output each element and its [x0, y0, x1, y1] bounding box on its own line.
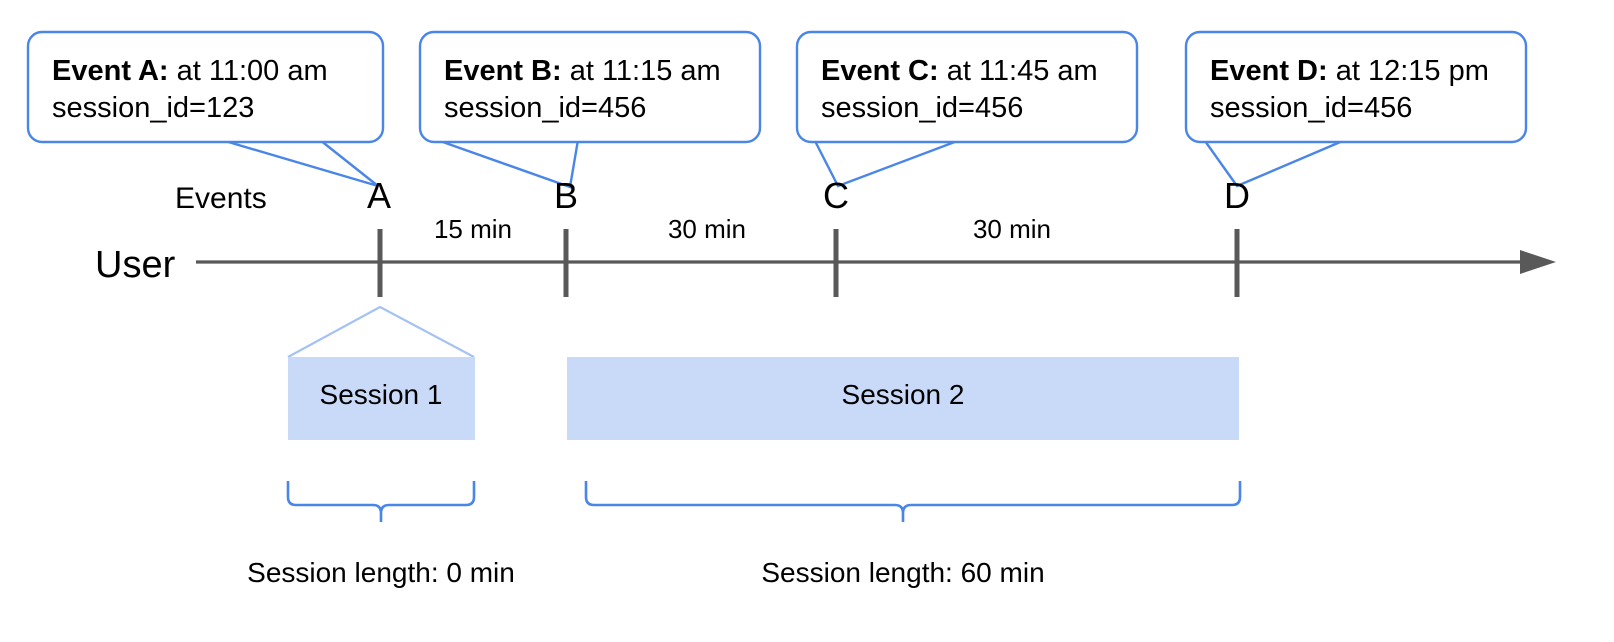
callout-time-b: at 11:15 am	[562, 55, 721, 87]
row-label-user: User	[95, 244, 176, 286]
callout-tail-a	[224, 138, 379, 188]
callout-line1-c: Event C: at 11:45 am	[821, 55, 1098, 87]
callout-lead-b: Event B:	[444, 55, 562, 87]
gap-label-a-b: 15 min	[434, 214, 512, 244]
callout-box-b	[418, 30, 762, 144]
callout-time-c: at 11:45 am	[939, 55, 1098, 87]
timeline-axis	[196, 250, 1556, 274]
session-1-brace	[286, 481, 476, 522]
callout-time-d: at 12:15 pm	[1328, 55, 1489, 87]
session-1-label: Session 1	[320, 379, 443, 410]
timeline-arrow-icon	[1520, 250, 1556, 274]
callout-session-id-d: session_id=456	[1210, 92, 1412, 124]
session-2-bar[interactable]	[567, 357, 1239, 440]
callout-session-id-b: session_id=456	[444, 92, 646, 124]
session-2-brace	[584, 481, 1242, 522]
gap-label-c-d: 30 min	[973, 214, 1051, 244]
callout-session-id-c: session_id=456	[821, 92, 1023, 124]
callout-line1-b: Event B: at 11:15 am	[444, 55, 721, 87]
gap-label-b-c: 30 min	[668, 214, 746, 244]
callout-lead-d: Event D:	[1210, 55, 1328, 87]
marker-label-d: D	[1224, 175, 1250, 216]
callout-lead-a: Event A:	[52, 55, 169, 87]
callout-time-a: at 11:00 am	[169, 55, 328, 87]
callout-line1-a: Event A: at 11:00 am	[52, 55, 328, 87]
callout-session-id-a: session_id=123	[52, 92, 254, 124]
callout-line1-d: Event D: at 12:15 pm	[1210, 55, 1489, 87]
callout-event-a[interactable]: Event A: at 11:00 am session_id=123	[26, 30, 385, 188]
callout-event-d[interactable]: Event D: at 12:15 pm session_id=456	[1184, 30, 1528, 188]
session-1-tent-connector	[287, 305, 475, 358]
session-1-bar-group[interactable]: Session 1	[288, 357, 475, 440]
marker-label-a: A	[367, 175, 391, 216]
callout-lead-c: Event C:	[821, 55, 939, 87]
row-label-events: Events	[175, 182, 267, 215]
marker-label-b: B	[554, 175, 578, 216]
marker-label-c: C	[823, 175, 849, 216]
session-1-bar[interactable]	[288, 357, 475, 440]
session-2-bar-group[interactable]: Session 2	[567, 357, 1239, 440]
callout-event-b[interactable]: Event B: at 11:15 am session_id=456	[418, 30, 762, 189]
session-2-length-label: Session length: 60 min	[761, 557, 1044, 588]
callout-box-a	[26, 30, 385, 144]
callout-box-d	[1184, 30, 1528, 144]
session-1-length-label: Session length: 0 min	[247, 557, 515, 588]
session-2-label: Session 2	[842, 379, 965, 410]
callout-event-c[interactable]: Event C: at 11:45 am session_id=456	[795, 30, 1139, 188]
callout-box-c	[795, 30, 1139, 144]
